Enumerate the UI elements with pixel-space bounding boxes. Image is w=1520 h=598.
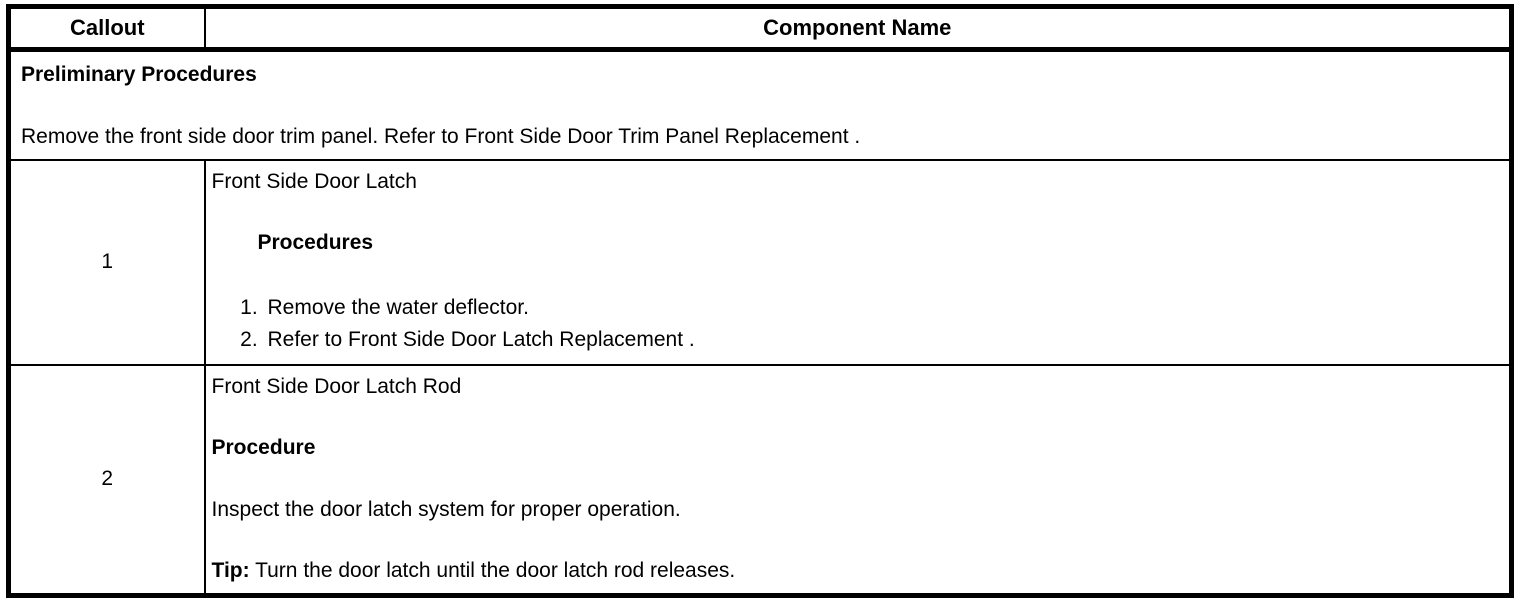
preliminary-cell: Preliminary Procedures Remove the front …: [7, 48, 1513, 161]
table-row-1: 1 Front Side Door Latch Procedures Remov…: [7, 159, 1513, 366]
procedure-heading: Procedure: [211, 436, 316, 460]
procedure-step: Refer to Front Side Door Latch Replaceme…: [264, 325, 1504, 355]
table-row-2: 2 Front Side Door Latch Rod Procedure In…: [7, 363, 1513, 597]
header-component-name: Component Name: [203, 6, 1512, 52]
preliminary-procedures-text: Remove the front side door trim panel. R…: [21, 125, 861, 149]
tip-text: Turn the door latch until the door latch…: [255, 559, 736, 583]
preliminary-row: Preliminary Procedures Remove the front …: [7, 48, 1513, 161]
procedure-steps-list: Remove the water deflector. Refer to Fro…: [212, 293, 1504, 356]
tip-label: Tip:: [211, 559, 250, 583]
procedure-step: Remove the water deflector.: [264, 293, 1504, 323]
tip-line: Tip: Turn the door latch until the door …: [212, 556, 1504, 586]
callout-number-1: 1: [7, 159, 206, 366]
component-name-text: Front Side Door Latch Rod: [211, 374, 462, 398]
document-page: Callout Component Name Preliminary Proce…: [0, 0, 1520, 546]
component-cell-1: Front Side Door Latch Procedures Remove …: [203, 159, 1513, 366]
procedure-text: Inspect the door latch system for proper…: [211, 497, 681, 521]
preliminary-procedures-title: Preliminary Procedures: [21, 63, 257, 86]
header-callout: Callout: [8, 6, 205, 52]
header-row: Callout Component Name: [8, 6, 1512, 52]
callout-number-2: 2: [7, 363, 206, 597]
component-name-text: Front Side Door Latch: [211, 170, 417, 193]
callout-component-table: Callout Component Name Preliminary Proce…: [6, 4, 1514, 598]
component-cell-2: Front Side Door Latch Rod Procedure Insp…: [203, 363, 1513, 597]
procedures-heading: Procedures: [257, 231, 374, 255]
